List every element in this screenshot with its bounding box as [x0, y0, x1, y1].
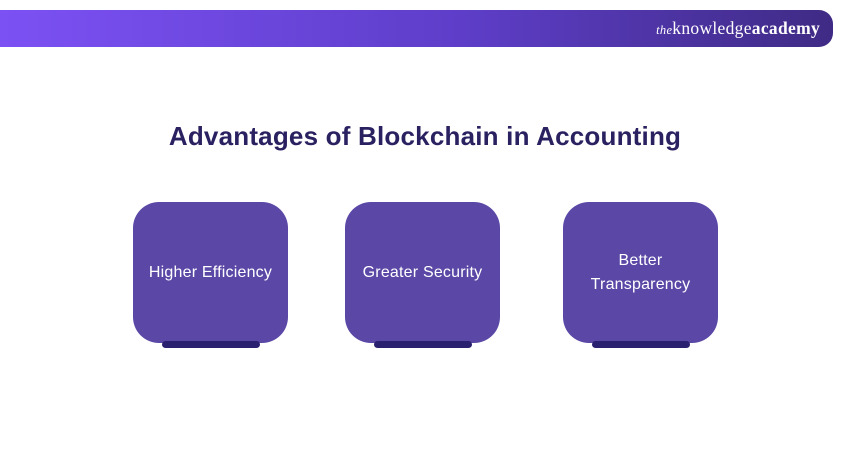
- card-stand-bar: [373, 341, 472, 348]
- card-greater-security: Greater Security: [345, 202, 500, 348]
- brand-logo: theknowledgeacademy: [656, 17, 820, 38]
- header-bar: theknowledgeacademy: [0, 10, 833, 47]
- card-higher-efficiency: Higher Efficiency: [133, 202, 288, 348]
- card-label: Higher Efficiency: [148, 263, 273, 281]
- page-title: Advantages of Blockchain in Accounting: [168, 121, 682, 151]
- logo-the: the: [656, 22, 673, 37]
- card-stand-bar: [591, 341, 690, 348]
- card-label: Better Transparency: [590, 252, 691, 293]
- logo-academy: academy: [751, 17, 820, 38]
- logo-knowledge: knowledge: [672, 17, 752, 38]
- card-label: Greater Security: [362, 263, 483, 281]
- card-better-transparency: Better Transparency: [563, 202, 718, 348]
- card-stand-bar: [161, 341, 260, 348]
